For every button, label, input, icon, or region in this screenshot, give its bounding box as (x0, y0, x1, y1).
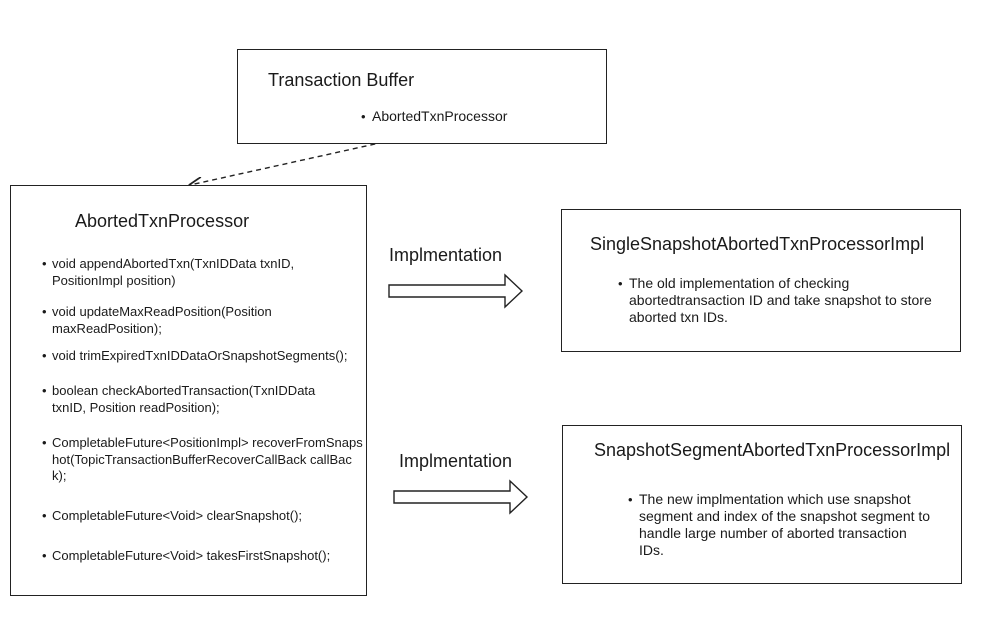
implementation-label-bottom: Implmentation (399, 451, 513, 471)
method-item: • void updateMaxReadPosition(Position ma… (42, 304, 272, 336)
bullet-icon: • (42, 548, 47, 563)
bullet-icon: • (361, 109, 366, 124)
implementation-arrow-bottom (393, 479, 529, 515)
transaction-buffer-item: • AbortedTxnProcessor (361, 108, 508, 124)
bullet-icon: • (42, 508, 47, 523)
dependency-dashed-arrow (190, 141, 385, 185)
bullet-icon: • (42, 256, 47, 271)
bullet-icon: • (628, 492, 633, 507)
snapshot-segment-impl-description: • The new implmentation which use snapsh… (628, 491, 931, 558)
aborted-txn-processor-box: AbortedTxnProcessor • void appendAborted… (10, 185, 367, 596)
transaction-buffer-box: Transaction Buffer • AbortedTxnProcessor (237, 49, 607, 144)
single-snapshot-impl-description: • The old implementation of checking abo… (618, 275, 932, 325)
method-item: • CompletableFuture<Void> takesFirstSnap… (42, 548, 331, 563)
bullet-icon: • (42, 304, 47, 319)
single-snapshot-impl-title: SingleSnapshotAbortedTxnProcessorImpl (590, 234, 925, 254)
single-snapshot-impl-box: SingleSnapshotAbortedTxnProcessorImpl • … (561, 209, 961, 352)
bullet-icon: • (42, 383, 47, 398)
transaction-buffer-title: Transaction Buffer (268, 70, 415, 90)
snapshot-segment-impl-title: SnapshotSegmentAbortedTxnProcessorImpl (594, 440, 951, 460)
bullet-icon: • (618, 276, 623, 291)
method-item: • void trimExpiredTxnIDDataOrSnapshotSeg… (42, 348, 348, 363)
aborted-txn-processor-title: AbortedTxnProcessor (75, 211, 250, 231)
implementation-label-top: Implmentation (389, 245, 503, 265)
method-item: • CompletableFuture<PositionImpl> recove… (42, 435, 363, 483)
bullet-icon: • (42, 435, 47, 450)
method-item: • CompletableFuture<Void> clearSnapshot(… (42, 508, 303, 523)
snapshot-segment-impl-box: SnapshotSegmentAbortedTxnProcessorImpl •… (562, 425, 962, 584)
bullet-icon: • (42, 348, 47, 363)
method-item: • boolean checkAbortedTransaction(TxnIDD… (42, 383, 316, 415)
method-item: • void appendAbortedTxn(TxnIDData txnID,… (42, 256, 295, 288)
implementation-arrow-top (388, 273, 524, 309)
